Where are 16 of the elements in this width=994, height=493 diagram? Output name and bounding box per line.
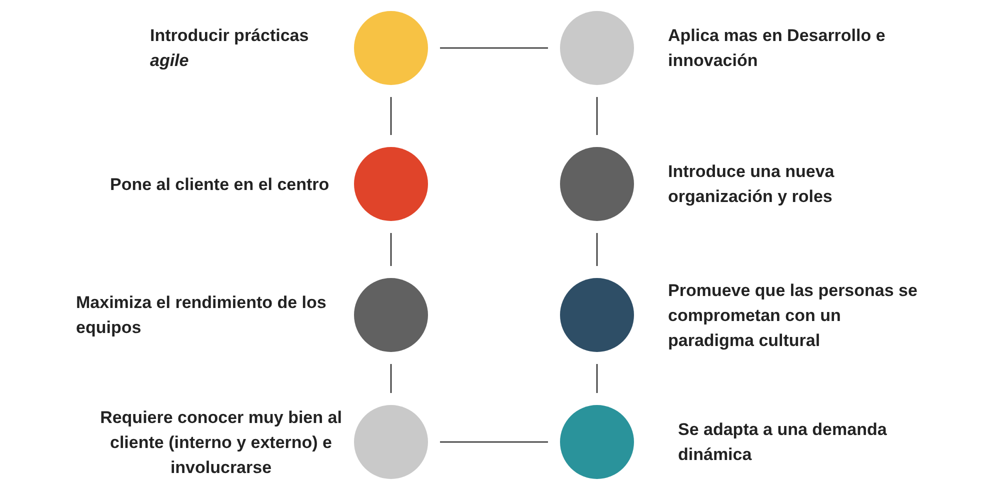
item-description: Introducir prácticas agile <box>150 25 310 72</box>
item-description: Aplica mas en Desarrollo e innovación <box>668 25 886 72</box>
item-description: Promueve que las personas se comprometan con un paradigma cultural <box>668 280 918 352</box>
connector-line <box>596 97 598 135</box>
item-description: Introduce una nueva organización y roles <box>668 161 836 208</box>
connector-line <box>390 233 392 266</box>
connector-line <box>596 233 598 266</box>
item-description: Maximiza el rendimiento de los equipos <box>76 292 328 339</box>
connector-line <box>596 364 598 393</box>
item-description: Requiere conocer muy bien al cliente (interno y externo) e involucrarse <box>99 406 343 478</box>
connector-line <box>390 97 392 135</box>
item-description: Pone al cliente en el centro <box>110 174 330 196</box>
connector-line <box>440 47 548 49</box>
connector-line <box>440 441 548 443</box>
connector-line <box>390 364 392 393</box>
item-description: Se adapta a una demanda dinámica <box>678 419 888 466</box>
